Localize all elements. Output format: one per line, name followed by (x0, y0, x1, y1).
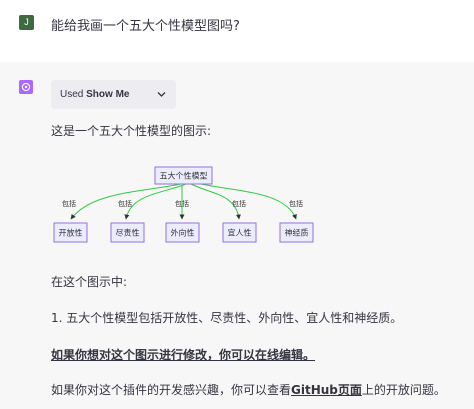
chevron-down-icon (157, 90, 166, 101)
edit-online-link[interactable]: 如果你想对这个图示进行修改，你可以在线编辑。 (51, 348, 316, 362)
github-link[interactable]: GitHub页面 (291, 383, 362, 397)
openai-logo-icon (19, 80, 33, 94)
child-node-label: 开放性 (59, 228, 83, 238)
child-node-label: 神经质 (285, 228, 309, 238)
big-five-diagram[interactable]: 包括 包括 包括 包括 包括 五大个性模型 开放性 尽责性 外向性 (51, 162, 341, 252)
edge-label: 包括 (175, 199, 189, 208)
diagram-child-node: 外向性 (165, 222, 200, 243)
diagram-child-node: 神经质 (279, 222, 314, 243)
user-avatar: J (19, 15, 34, 30)
user-message-row: J 能给我画一个五大个性模型图吗? (0, 0, 474, 62)
dev-note-text: 如果你对这个插件的开发感兴趣，你可以查看GitHub页面上的开放问题。 (51, 383, 446, 397)
plugin-used-label: Used Show Me (60, 89, 130, 100)
diagram-edges (70, 183, 297, 220)
root-node-label: 五大个性模型 (160, 171, 208, 181)
child-node-label: 宜人性 (228, 228, 252, 238)
plugin-used-toggle[interactable]: Used Show Me (51, 80, 176, 109)
edge-label: 包括 (118, 199, 132, 208)
user-message-text: 能给我画一个五大个性模型图吗? (51, 19, 240, 34)
intro-text: 这是一个五大个性模型的图示: (51, 124, 212, 138)
diagram-edge-labels: 包括 包括 包括 包括 包括 (62, 199, 303, 208)
edge-label: 包括 (289, 199, 303, 208)
diagram-child-node: 宜人性 (222, 222, 257, 243)
diagram-child-node: 尽责性 (110, 222, 145, 243)
caption-text: 在这个图示中: (51, 275, 128, 289)
edge-label: 包括 (62, 199, 76, 208)
edge-label: 包括 (232, 199, 246, 208)
assistant-message-row: Used Show Me 这是一个五大个性模型的图示: 包括 包括 包 (0, 62, 474, 409)
child-node-label: 尽责性 (116, 228, 140, 238)
list-item: 1. 五大个性模型包括开放性、尽责性、外向性、宜人性和神经质。 (51, 311, 403, 325)
diagram-root-node: 五大个性模型 (154, 166, 213, 185)
child-node-label: 外向性 (171, 228, 195, 238)
diagram-child-node: 开放性 (53, 222, 88, 243)
